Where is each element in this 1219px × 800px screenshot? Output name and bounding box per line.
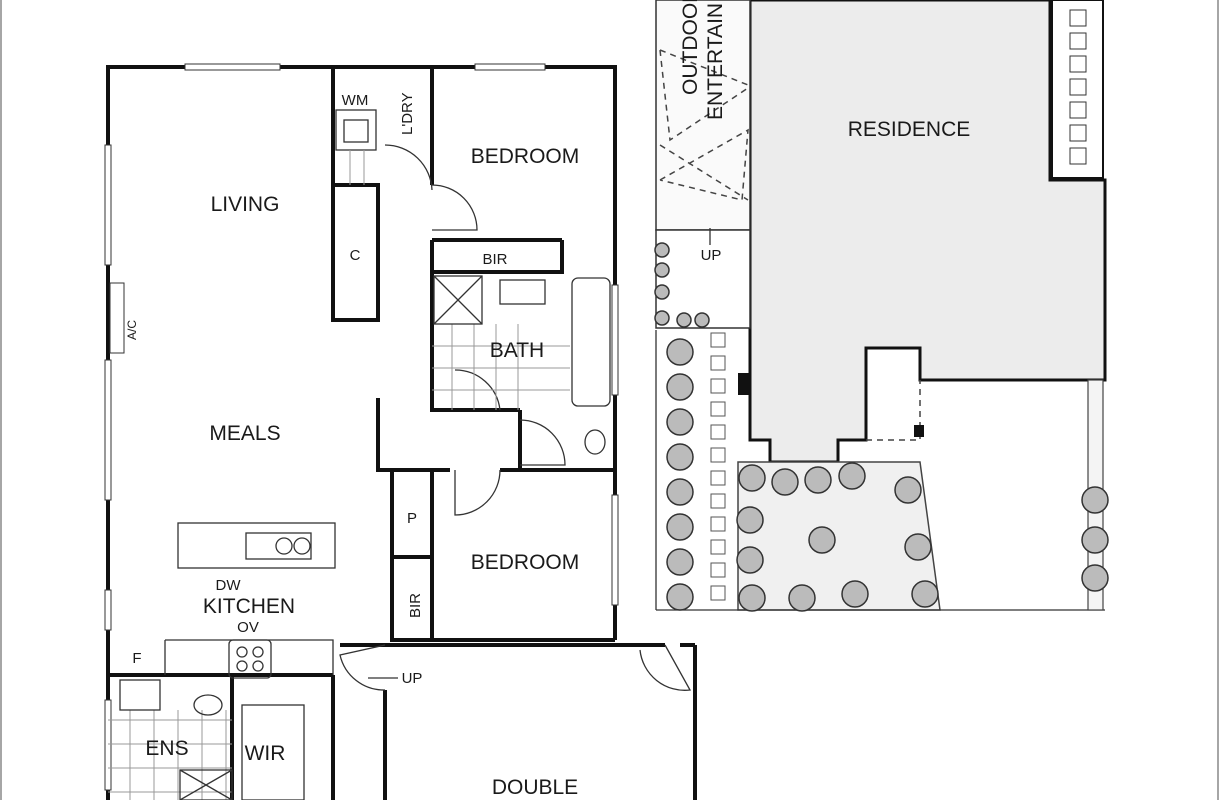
paver [710, 378, 726, 394]
tree-icon [1081, 486, 1109, 514]
garden [654, 242, 1109, 612]
paver [710, 332, 726, 348]
window-box [1069, 101, 1087, 119]
outdoor-entertaining-area [655, 0, 751, 329]
tree-icon [666, 373, 694, 401]
tree-icon [666, 513, 694, 541]
tree-icon [654, 310, 670, 326]
paver [710, 401, 726, 417]
doors [339, 144, 692, 691]
label-air-conditioner: A/C [125, 320, 139, 340]
windows [104, 63, 619, 791]
paver [710, 355, 726, 371]
label-cupboard: C [350, 247, 361, 264]
tree-icon [788, 584, 816, 612]
room-label-wir: WIR [245, 742, 286, 765]
tree-icon [1081, 526, 1109, 554]
tree-icon [1081, 564, 1109, 592]
paver [710, 516, 726, 532]
room-label-entertaining: ENTERTAIN [704, 3, 727, 120]
paver [710, 447, 726, 463]
tree-icon [736, 546, 764, 574]
tree-icon [654, 242, 670, 258]
window-box [1069, 55, 1087, 73]
room-label-garage: DOUBLE [492, 776, 578, 799]
label-oven: OV [237, 619, 259, 636]
window-box [1069, 147, 1087, 165]
window-boxes [1069, 9, 1087, 165]
tree-icon [654, 284, 670, 300]
tree-icon [804, 466, 832, 494]
tree-icon [894, 476, 922, 504]
window-box [1069, 9, 1087, 27]
tree-icon [841, 580, 869, 608]
trees [654, 242, 1109, 612]
tree-icon [771, 468, 799, 496]
room-label-laundry: L'DRY [399, 92, 416, 135]
house-walls [106, 65, 697, 800]
tree-icon [838, 462, 866, 490]
paver [710, 493, 726, 509]
tree-icon [666, 583, 694, 611]
stairs-up-label-outdoor: UP [701, 247, 722, 264]
stairs-up-label-garage: UP [402, 670, 423, 687]
stepping-pavers [710, 332, 726, 601]
paver [710, 424, 726, 440]
paver [710, 539, 726, 555]
tree-icon [676, 312, 692, 328]
tree-icon [666, 443, 694, 471]
paver [710, 562, 726, 578]
label-washing-machine: WM [342, 92, 369, 109]
tree-icon [736, 506, 764, 534]
label-dishwasher: DW [216, 577, 242, 594]
room-label-bedroom-2: BEDROOM [471, 551, 580, 574]
label-pantry: P [407, 510, 417, 527]
room-label-residence: RESIDENCE [848, 118, 971, 141]
tree-icon [738, 464, 766, 492]
label-bir-1: BIR [482, 251, 507, 268]
label-bir-2: BIR [407, 593, 424, 618]
tree-icon [904, 533, 932, 561]
window-box [1069, 124, 1087, 142]
tree-icon [666, 338, 694, 366]
paver [710, 470, 726, 486]
paver [710, 585, 726, 601]
room-label-bath: BATH [490, 339, 544, 362]
tree-icon [666, 548, 694, 576]
room-label-ensuite: ENS [145, 737, 188, 760]
room-label-outdoor: OUTDOOR [679, 0, 702, 95]
window-box [1069, 78, 1087, 96]
room-label-bedroom-1: BEDROOM [471, 145, 580, 168]
tree-icon [694, 312, 710, 328]
tree-icon [911, 580, 939, 608]
tree-icon [666, 478, 694, 506]
room-label-meals: MEALS [209, 422, 280, 445]
neighbouring-residence [748, 0, 1107, 464]
tree-icon [666, 408, 694, 436]
label-fridge: F [132, 650, 141, 667]
tree-icon [738, 584, 766, 612]
fixtures [108, 109, 611, 800]
window-box [1069, 32, 1087, 50]
room-label-living: LIVING [211, 193, 280, 216]
tree-icon [808, 526, 836, 554]
tree-icon [654, 262, 670, 278]
room-label-kitchen: KITCHEN [203, 595, 295, 618]
